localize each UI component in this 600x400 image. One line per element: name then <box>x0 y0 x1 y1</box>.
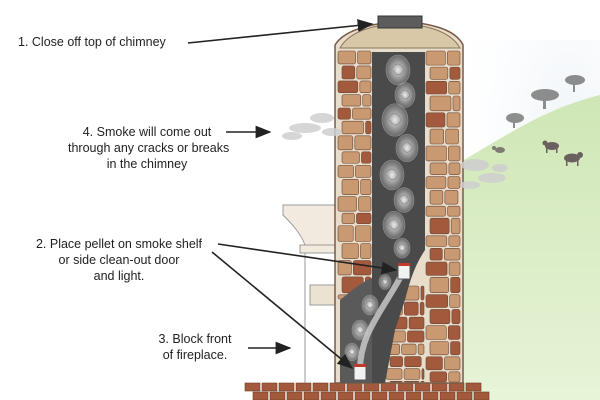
label-step2-line3: and light. <box>93 269 145 283</box>
label-step1-line1: 1. Close off top of chimney <box>18 35 166 49</box>
chimney-top-cover <box>377 15 423 29</box>
smoke-pellet-icon <box>353 364 367 381</box>
label-step4: 4. Smoke will come out through any crack… <box>68 124 230 172</box>
hearth-bricks <box>244 382 490 400</box>
escaping-smoke-left <box>282 113 342 140</box>
arrow-step2-b <box>211 251 354 370</box>
smoke-plume <box>344 54 419 371</box>
mantel-shelf <box>282 204 336 383</box>
label-step3-line2: of fireplace. <box>162 348 228 362</box>
arrow-step2-a <box>217 243 398 275</box>
label-step1: 1. Close off top of chimney <box>18 34 166 50</box>
escaping-smoke-right <box>460 159 508 189</box>
label-step3-line1: 3. Block front <box>158 332 232 346</box>
background-landscape <box>440 40 600 400</box>
leader-arrows <box>187 19 398 370</box>
arrow-step1 <box>187 19 374 44</box>
tree-icon <box>506 75 585 128</box>
label-step2-line1: 2. Place pellet on smoke shelf <box>35 237 203 251</box>
label-step4-line3: in the chimney <box>106 157 188 171</box>
label-step2: 2. Place pellet on smoke shelf or side c… <box>24 236 214 284</box>
label-step4-line2: through any cracks or breaks <box>68 141 230 155</box>
smoke-pellet-icon <box>397 263 411 280</box>
cow-icon <box>542 140 559 153</box>
cow-icon <box>492 146 505 153</box>
label-step3: 3. Block front of fireplace. <box>148 331 242 363</box>
label-step4-line1: 4. Smoke will come out <box>82 125 212 139</box>
label-step2-line2: or side clean-out door <box>58 253 180 267</box>
cow-icon <box>564 152 583 166</box>
